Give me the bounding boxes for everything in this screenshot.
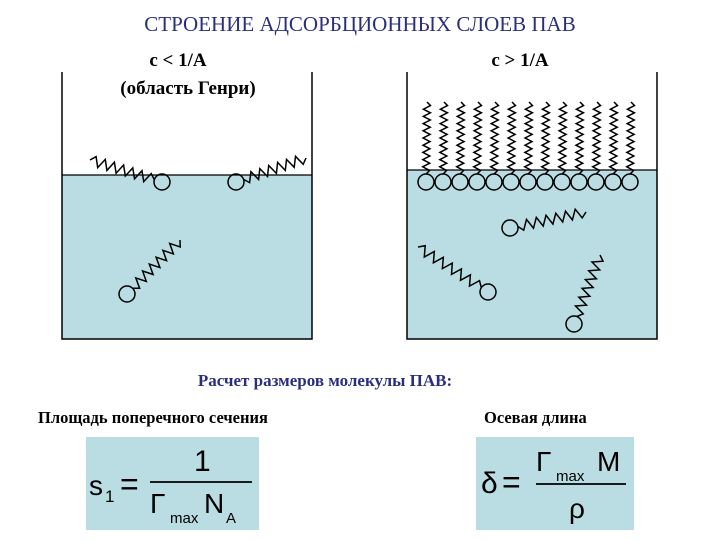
formula-N-sub: A xyxy=(226,510,236,527)
right-beaker-walls xyxy=(406,72,658,340)
surfactant-head xyxy=(621,173,639,191)
surfactant-tail xyxy=(540,101,552,175)
surfactant-head xyxy=(468,173,486,191)
axial-length-formula: δ = Γ max M ρ xyxy=(476,437,634,530)
cross-section-label: Площадь поперечного сечения xyxy=(38,408,268,427)
surfactant-molecule xyxy=(565,254,605,333)
formula-N: N xyxy=(204,488,224,519)
surfactant-head xyxy=(570,173,588,191)
formula-gamma: Γ xyxy=(150,488,165,519)
surfactant-molecule xyxy=(118,239,181,303)
right-beaker xyxy=(406,72,658,340)
surfactant-tail xyxy=(417,244,483,288)
surfactant-molecule-monolayer xyxy=(553,101,571,191)
surfactant-molecules xyxy=(89,101,639,333)
left-water xyxy=(62,175,312,339)
surfactant-tail xyxy=(506,101,518,175)
surfactant-molecule-monolayer xyxy=(417,101,435,191)
surfactant-head xyxy=(519,173,537,191)
left-beaker xyxy=(61,72,313,340)
formula-numerator: 1 xyxy=(194,445,211,478)
surfactant-molecule-monolayer xyxy=(621,101,639,191)
surfactant-molecule-monolayer xyxy=(604,101,622,191)
surfactant-head xyxy=(227,173,245,191)
surfactant-head xyxy=(118,285,136,303)
surfactant-molecule xyxy=(227,154,307,191)
surfactant-head xyxy=(501,219,519,237)
surfactant-tail xyxy=(421,101,433,175)
surfactant-tail xyxy=(132,239,181,290)
surfactant-head xyxy=(451,173,469,191)
formula-gamma-sub: max xyxy=(556,468,585,485)
surfactant-molecule-monolayer xyxy=(451,101,469,191)
surfactant-molecule xyxy=(89,155,171,191)
surfactant-tail xyxy=(517,207,587,232)
formula-M: M xyxy=(597,446,620,477)
formula-rho: ρ xyxy=(569,493,585,524)
left-beaker-caption: (область Генри) xyxy=(120,78,256,99)
formula-gamma: Γ xyxy=(536,446,551,477)
surfactant-tail xyxy=(472,101,484,175)
surfactant-molecule-monolayer xyxy=(570,101,588,191)
surfactant-tail xyxy=(591,101,603,175)
surfactant-molecule-monolayer xyxy=(536,101,554,191)
formula-equals: = xyxy=(120,466,139,502)
right-water xyxy=(407,170,657,339)
surfactant-molecule-monolayer xyxy=(519,101,537,191)
surfactant-head xyxy=(502,173,520,191)
surfactant-tail xyxy=(489,101,501,175)
formula-s: s xyxy=(89,470,103,501)
surfactant-head xyxy=(417,173,435,191)
surfactant-tail xyxy=(243,154,307,184)
surfactant-head xyxy=(565,315,583,333)
surfactant-molecule-monolayer xyxy=(502,101,520,191)
surfactant-molecule xyxy=(417,244,497,301)
formula-equals: = xyxy=(502,464,521,500)
surfactant-tail xyxy=(573,254,605,318)
surfactant-head xyxy=(536,173,554,191)
left-beaker-label: c < 1/A xyxy=(149,50,207,71)
surfactant-head xyxy=(604,173,622,191)
surfactant-tail xyxy=(438,101,450,175)
surfactant-tail xyxy=(574,101,586,175)
surfactant-molecule-monolayer xyxy=(468,101,486,191)
surfactant-tail xyxy=(625,101,637,175)
formula-gamma-sub: max xyxy=(170,510,199,527)
adsorption-diagram xyxy=(61,72,658,340)
surfactant-head xyxy=(485,173,503,191)
surfactant-head xyxy=(587,173,605,191)
axial-length-label: Осевая длина xyxy=(484,408,587,427)
surfactant-tail xyxy=(89,155,155,184)
surfactant-tail xyxy=(608,101,620,175)
formula-s-sub: 1 xyxy=(105,487,114,506)
surfactant-molecule xyxy=(501,207,587,237)
surfactant-molecule-monolayer xyxy=(485,101,503,191)
surfactant-head xyxy=(153,173,171,191)
surfactant-head xyxy=(553,173,571,191)
surfactant-head xyxy=(479,283,497,301)
cross-section-formula: s 1 = 1 Γ max N A xyxy=(86,437,259,530)
surfactant-tail xyxy=(523,101,535,175)
surfactant-tail xyxy=(455,101,467,175)
surfactant-head xyxy=(434,173,452,191)
right-beaker-label: c > 1/A xyxy=(491,50,549,71)
surfactant-molecule-monolayer xyxy=(434,101,452,191)
surfactant-tail xyxy=(557,101,569,175)
surfactant-molecule-monolayer xyxy=(587,101,605,191)
left-beaker-walls xyxy=(61,72,313,340)
formula-delta: δ xyxy=(481,467,498,500)
calc-title: Расчет размеров молекулы ПАВ: xyxy=(197,371,453,390)
page-title: СТРОЕНИЕ АДСОРБЦИОННЫХ СЛОЕВ ПАВ xyxy=(144,12,576,36)
